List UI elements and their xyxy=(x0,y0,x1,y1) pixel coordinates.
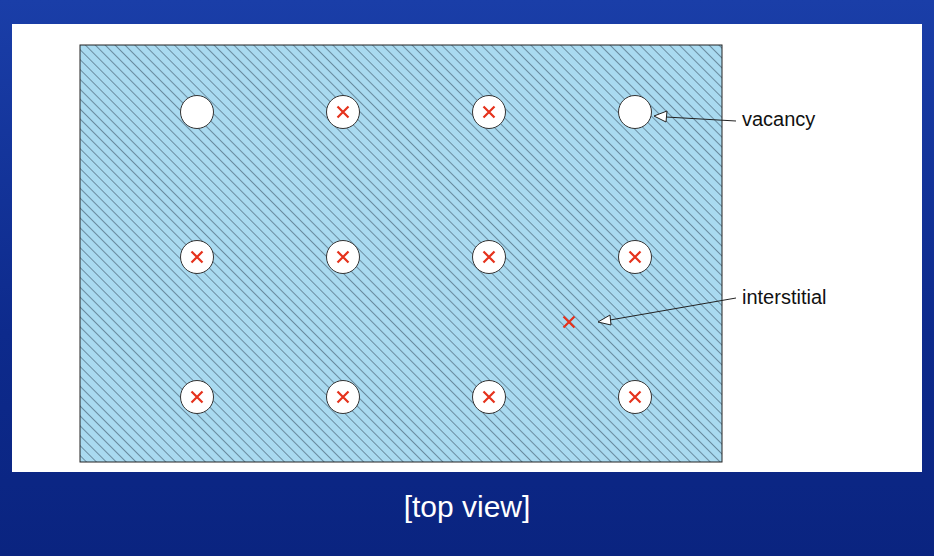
atom-cross xyxy=(630,392,641,403)
lattice-site xyxy=(473,241,506,274)
atom-cross xyxy=(192,252,203,263)
callout-label: vacancy xyxy=(742,108,815,131)
atom-cross xyxy=(630,252,641,263)
atom-cross xyxy=(484,392,495,403)
atom-cross xyxy=(338,392,349,403)
view-caption: [top view] xyxy=(404,490,531,525)
lattice-site xyxy=(327,241,360,274)
lattice-site xyxy=(327,96,360,129)
atom-cross xyxy=(484,107,495,118)
atom-cross xyxy=(192,392,203,403)
atom-cross xyxy=(338,107,349,118)
lattice-site xyxy=(619,96,652,129)
leader-lines xyxy=(598,111,736,325)
lattice-site xyxy=(473,381,506,414)
lattice-site xyxy=(181,381,214,414)
lattice-site xyxy=(181,241,214,274)
lattice-site xyxy=(473,96,506,129)
lattice-site xyxy=(327,381,360,414)
crystal-plane xyxy=(80,45,722,462)
atom-cross xyxy=(564,317,575,328)
lattice-site xyxy=(181,96,214,129)
callout-label: interstitial xyxy=(742,286,826,309)
lattice-site xyxy=(619,241,652,274)
atom-cross xyxy=(338,252,349,263)
lattice-site xyxy=(619,381,652,414)
atom-cross xyxy=(484,252,495,263)
